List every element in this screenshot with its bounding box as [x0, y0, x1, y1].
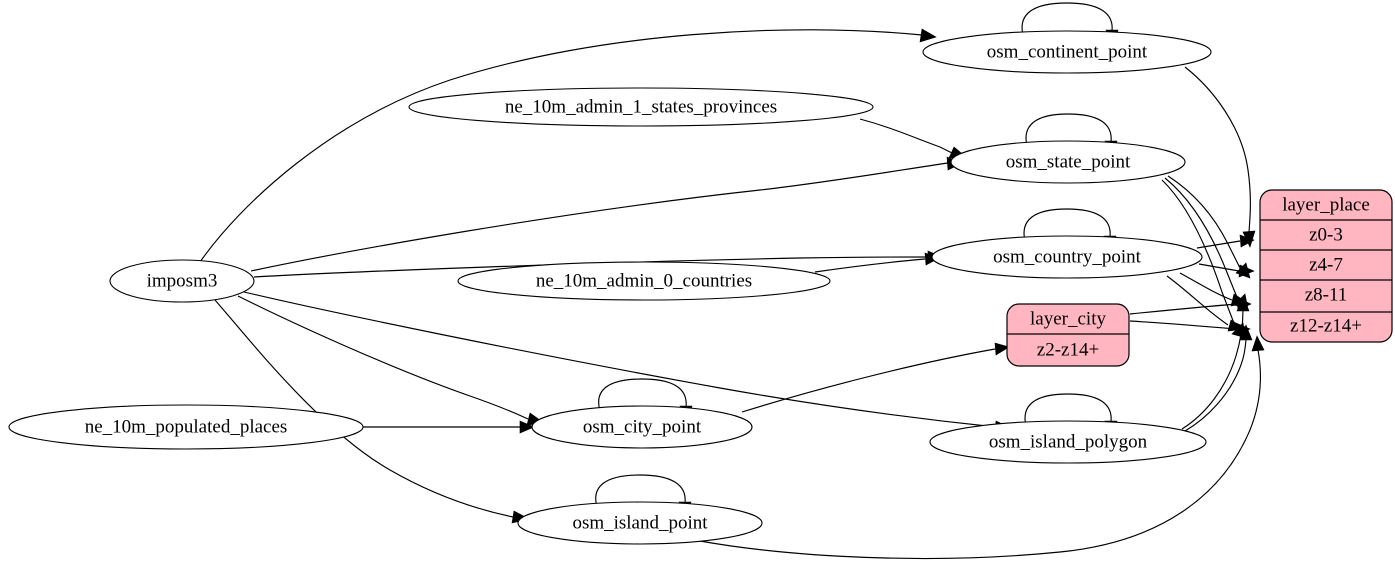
node-ne-10m-admin-1-states-provinces[interactable]: ne_10m_admin_1_states_provinces: [408, 87, 874, 127]
node-osm-island-polygon[interactable]: osm_island_polygon: [929, 420, 1207, 464]
node-ne-10m-populated-places[interactable]: ne_10m_populated_places: [8, 404, 364, 450]
node-osm-continent-point[interactable]: osm_continent_point: [922, 30, 1212, 74]
node-osm-country-point[interactable]: osm_country_point: [931, 235, 1203, 279]
edge-ne-places-to-osm-city-point: [363, 420, 535, 434]
node-imposm3[interactable]: imposm3: [109, 259, 255, 303]
table-layer-city[interactable]: layer_city z2-z14+: [1006, 303, 1130, 367]
node-ne-10m-admin-0-countries[interactable]: ne_10m_admin_0_countries: [457, 261, 831, 301]
edge-imposm3-to-osm-state-point: [250, 156, 963, 272]
edge-osm-island-polygon-to-layer-place-z12-z14: [1184, 324, 1253, 432]
edge-imposm3-to-osm-continent-point: [199, 28, 937, 263]
edge-imposm3-to-osm-city-point: [237, 295, 545, 426]
edge-ne-states-to-osm-state-point: [859, 118, 967, 159]
edge-osm-country-point-to-layer-place-z4-7: [1198, 263, 1255, 278]
node-osm-island-point[interactable]: osm_island_point: [517, 501, 763, 545]
node-osm-city-point[interactable]: osm_city_point: [531, 405, 753, 449]
edge-osm-city-point-to-layer-city-z2-z14: [741, 342, 1010, 413]
table-layer-place[interactable]: layer_place z0-3 z4-7 z8-11 z12-z14+: [1259, 189, 1393, 343]
edge-osm-country-point-to-layer-place-z0-3: [1196, 234, 1255, 249]
edge-ne-countries-to-osm-country-point: [814, 252, 940, 273]
edge-osm-island-point-to-layer-place-z12-z14: [699, 335, 1265, 560]
node-layer: imposm3 ne_10m_admin_1_states_provinces …: [8, 30, 1212, 545]
edge-osm-continent-point-to-layer-place-z0-3: [1184, 66, 1256, 248]
node-osm-state-point[interactable]: osm_state_point: [950, 140, 1186, 184]
edge-osm-island-polygon-to-layer-place-z8-11: [1181, 295, 1250, 430]
